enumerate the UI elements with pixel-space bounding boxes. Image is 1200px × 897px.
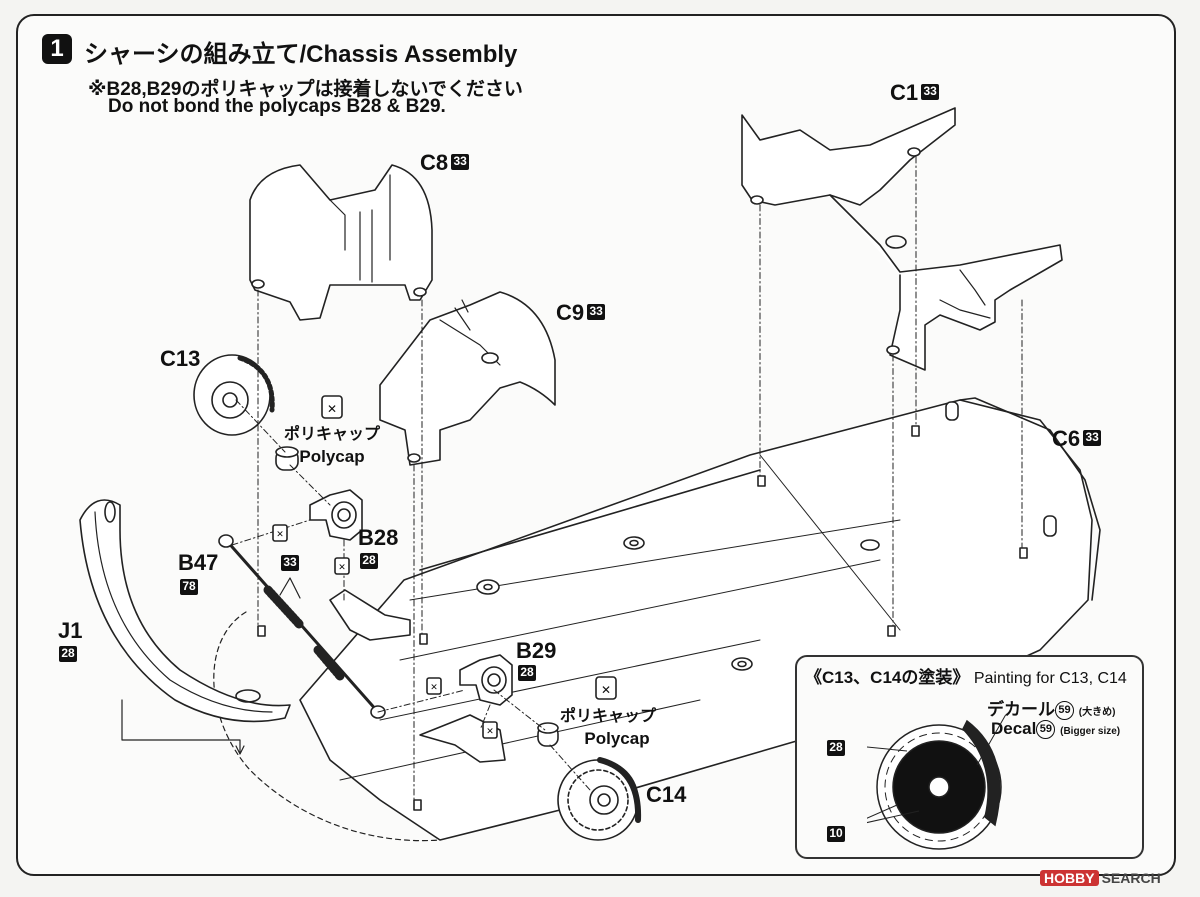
- part-b28-shape: [309, 489, 363, 541]
- guide-line-j1: [121, 699, 241, 753]
- label-b28: B28: [358, 525, 399, 550]
- step-title: シャーシの組み立て/Chassis Assembly: [84, 41, 518, 68]
- part-j1-shape: [79, 499, 291, 723]
- paint-color-outer: 28: [827, 739, 845, 757]
- paint-color-inner: 10: [827, 825, 845, 843]
- label-b47: B47: [178, 550, 219, 575]
- part-c8-shape: [249, 164, 433, 321]
- front-section-outline: [213, 611, 441, 842]
- label-spring-color: 33: [281, 554, 299, 572]
- part-c1-shape: [741, 107, 1063, 371]
- svg-text:✕: ✕: [338, 562, 346, 572]
- spring-pointer: [279, 577, 301, 599]
- part-c9-shape: [379, 291, 556, 466]
- lower-arm-front: [329, 589, 411, 641]
- note-english: Do not bond the polycaps B28 & B29.: [108, 96, 446, 117]
- step-number: 1: [42, 34, 72, 64]
- svg-text:✕: ✕: [276, 529, 284, 539]
- label-b28-color: 28: [360, 552, 378, 570]
- svg-text:✕: ✕: [486, 726, 494, 736]
- label-b29-color: 28: [518, 664, 536, 682]
- svg-text:✕: ✕: [327, 402, 337, 416]
- part-b29-shape: [459, 654, 513, 706]
- label-j1: J1: [58, 618, 83, 643]
- label-j1-color: 28: [59, 645, 77, 663]
- painting-title: 《C13、C14の塗装》 Painting for C13, C14: [805, 668, 1127, 687]
- label-b29: B29: [516, 638, 557, 663]
- svg-text:✕: ✕: [601, 683, 611, 697]
- label-c13: C13: [160, 346, 201, 371]
- assembly-guide-lines: [231, 156, 1023, 801]
- part-c14-shape: [557, 757, 642, 841]
- note-japanese: ※B28,B29のポリキャップは接着しないでください: [88, 79, 523, 100]
- brake-disc-detail: [867, 715, 1007, 850]
- part-c13-shape: [193, 354, 275, 436]
- no-glue-icons: ✕ ✕ ✕ ✕ ✕ ✕: [272, 395, 617, 739]
- label-b47-color: 78: [180, 578, 198, 596]
- label-c14: C14: [646, 782, 687, 807]
- svg-text:✕: ✕: [430, 682, 438, 692]
- polycap-shapes: [275, 446, 559, 747]
